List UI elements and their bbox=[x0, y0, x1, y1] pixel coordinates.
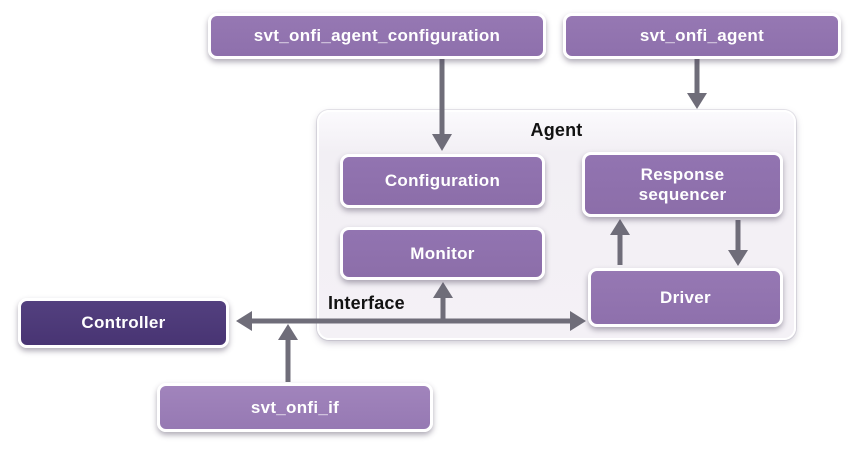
node-label: Monitor bbox=[410, 243, 475, 263]
agent-container-label: Agent bbox=[530, 120, 583, 140]
node-label: svt_onfi_agent_configuration bbox=[253, 26, 501, 46]
node-response-sequencer: Response sequencer bbox=[582, 152, 783, 217]
node-label: Driver bbox=[660, 287, 711, 307]
node-svt-onfi-agent: svt_onfi_agent bbox=[563, 13, 841, 59]
node-label: Configuration bbox=[384, 171, 501, 191]
node-label: Controller bbox=[81, 313, 166, 333]
node-svt-onfi-if: svt_onfi_if bbox=[157, 383, 433, 432]
arrow-svt-onfi-if-to-interface bbox=[278, 324, 298, 382]
interface-label: Interface bbox=[328, 293, 405, 313]
arrow-agent-class-to-agent bbox=[687, 59, 707, 109]
node-label: svt_onfi_agent bbox=[639, 26, 765, 46]
node-label: Response sequencer bbox=[638, 164, 727, 204]
node-controller: Controller bbox=[18, 298, 229, 348]
node-label: svt_onfi_if bbox=[250, 397, 340, 417]
node-svt-onfi-agent-configuration: svt_onfi_agent_configuration bbox=[208, 13, 546, 59]
agent-container: Agent bbox=[317, 110, 796, 340]
node-monitor: Monitor bbox=[340, 227, 545, 280]
node-configuration: Configuration bbox=[340, 154, 545, 208]
node-driver: Driver bbox=[588, 268, 783, 327]
